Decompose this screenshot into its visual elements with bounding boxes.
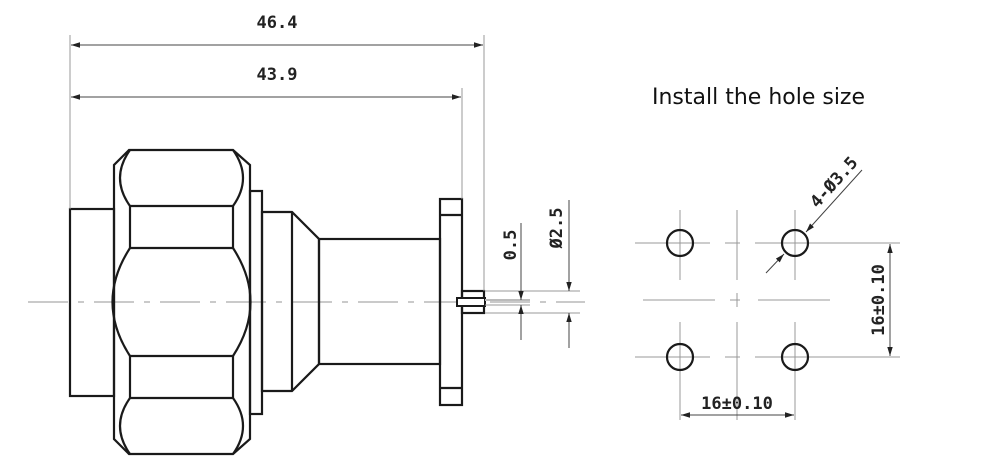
mounting-hole — [665, 342, 695, 372]
connector-side-view: 46.4 43.9 0.5 Ø2.5 — [28, 13, 585, 456]
dim-label-flange-thickness: 0.5 — [501, 230, 521, 261]
hex-nut — [111, 148, 252, 456]
dim-label-horizontal-spacing: 16±0.10 — [701, 394, 773, 414]
mounting-hole — [780, 228, 810, 258]
contact-pin — [456, 289, 530, 315]
hole-size-title: Install the hole size — [652, 85, 865, 110]
dim-label-overall-length: 46.4 — [257, 13, 298, 33]
hole-callout-leader — [765, 253, 785, 274]
dim-label-pin-diameter: Ø2.5 — [547, 208, 567, 250]
dim-label-vertical-spacing: 16±0.10 — [869, 264, 889, 336]
hole-callout-label: 4-Ø3.5 — [806, 153, 862, 212]
hole-pattern: 4-Ø3.5 16±0.10 16±0.10 — [635, 153, 900, 420]
dim-label-body-length: 43.9 — [257, 65, 298, 85]
mounting-hole — [665, 228, 695, 258]
mounting-hole — [780, 342, 810, 372]
